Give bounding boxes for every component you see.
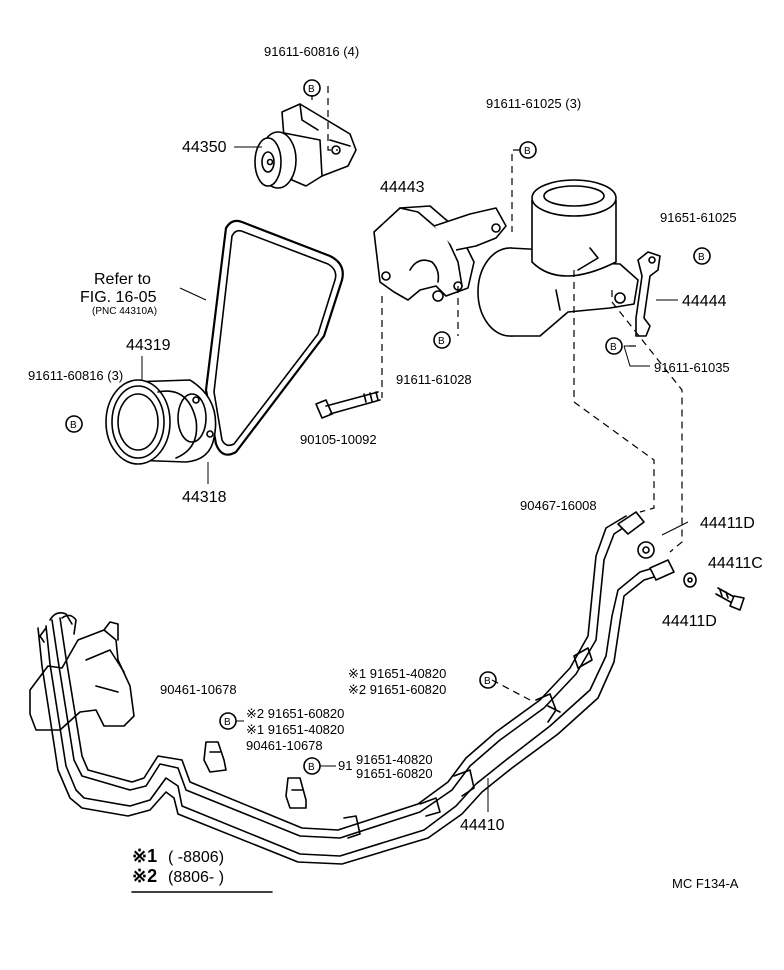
label-fig-ref: FIG. 16-05 [80, 289, 157, 306]
power-steering-pump [477, 179, 639, 337]
gasket-44411d [683, 572, 697, 588]
legend-range-1: ( -8806) [168, 849, 224, 866]
b-marker-2: B [519, 141, 537, 159]
svg-text:B: B [698, 252, 705, 263]
label-bolt-right-1: ※1 91651-40820 [348, 666, 446, 681]
b-marker-5: B [433, 331, 451, 349]
label-44350: 44350 [182, 139, 227, 156]
svg-text:B: B [70, 420, 77, 431]
pump-pulley [105, 379, 217, 465]
legend-range-2: (8806- ) [168, 869, 224, 886]
v-belt [204, 219, 344, 456]
date-legend: ※1 ( -8806) ※2 (8806- ) [131, 846, 273, 893]
b-marker-8: B [219, 712, 237, 730]
label-44411c: 44411C [708, 555, 763, 572]
union-bolt-44411c [715, 587, 745, 611]
legend-mark-2: ※2 [132, 866, 157, 886]
svg-text:B: B [224, 717, 231, 728]
b-marker-4: B [605, 337, 623, 355]
label-44319: 44319 [126, 337, 171, 354]
pump-bracket [373, 205, 507, 302]
svg-text:B: B [484, 676, 491, 687]
label-note-a: ※2 91651-60820 [246, 706, 344, 721]
label-44410: 44410 [460, 817, 505, 834]
label-clamp-mid: 90461-10678 [246, 738, 323, 753]
svg-text:B: B [308, 762, 315, 773]
b-marker-3: B [693, 247, 711, 265]
tube-clamp-left [203, 741, 227, 773]
label-union-bolt: 90467-16008 [520, 498, 597, 513]
svg-text:B: B [308, 84, 315, 95]
figure-code: MC F134-A [672, 876, 739, 891]
label-bolt-right-2: ※2 91651-60820 [348, 682, 446, 697]
label-refer-to: Refer to [94, 271, 151, 288]
svg-text:B: B [438, 336, 445, 347]
label-gasket-lower: 44411D [662, 613, 717, 630]
label-mid-prefix: 91 [338, 758, 352, 773]
legend-mark-1: ※1 [132, 846, 157, 866]
label-note-b: ※1 91651-40820 [246, 722, 344, 737]
svg-text:B: B [610, 342, 617, 353]
pressure-tube-assembly [37, 511, 675, 865]
tube-clamp-mid [285, 777, 307, 809]
label-bolt-mid-1: 91651-40820 [356, 752, 433, 767]
label-reservoir-bolt: 91651-61025 [660, 210, 737, 225]
b-marker-9: B [303, 757, 321, 775]
long-bolt [315, 391, 381, 419]
label-bolt-top: 91611-60816 (4) [264, 44, 359, 59]
label-bolt-pump-top: 91611-61025 (3) [486, 96, 581, 111]
reservoir-stay [635, 251, 661, 337]
idler-pulley-bracket [254, 103, 357, 189]
label-44443: 44443 [380, 179, 425, 196]
label-long-bolt: 90105-10092 [300, 432, 377, 447]
b-marker-1: B [303, 79, 321, 97]
svg-text:B: B [524, 146, 531, 157]
label-stay-bolt: 91611-61035 [654, 360, 730, 375]
b-marker-7: B [479, 671, 497, 689]
label-clamp-left: 90461-10678 [160, 682, 237, 697]
label-44318: 44318 [182, 489, 227, 506]
label-pnc-ref: (PNC 44310A) [92, 306, 157, 317]
label-bolt-bracket-bottom: 91611-61028 [396, 372, 472, 387]
steering-gear [29, 621, 135, 731]
label-bolt-mid-2: 91651-60820 [356, 766, 433, 781]
b-marker-6: B [65, 415, 83, 433]
label-gasket-upper: 44411D [700, 515, 755, 532]
label-44444: 44444 [682, 293, 727, 310]
label-bolt-left: 91611-60816 (3) [28, 368, 123, 383]
